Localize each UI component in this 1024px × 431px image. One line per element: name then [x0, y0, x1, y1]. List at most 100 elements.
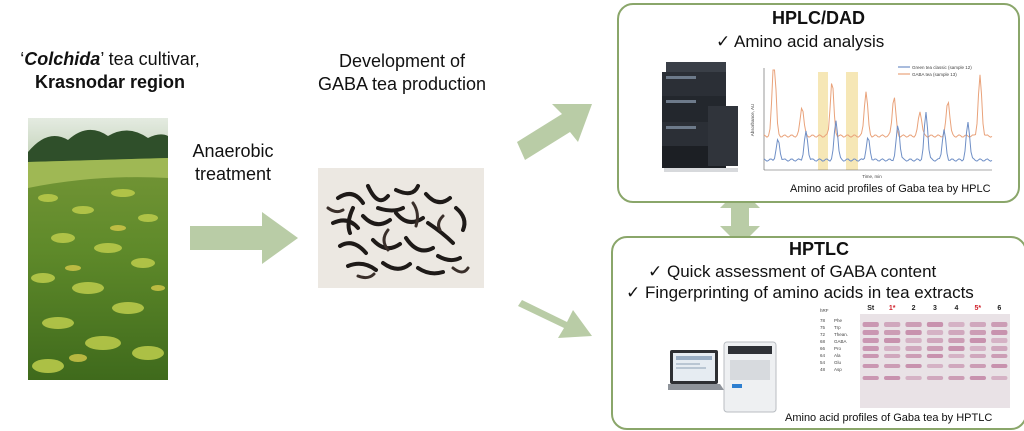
hptlc-instrument-image — [666, 338, 788, 414]
lane-label: 4 — [954, 305, 958, 312]
plate-band — [948, 346, 965, 351]
plate-band — [905, 364, 922, 368]
arrow-to-hptlc — [518, 300, 592, 338]
plate-band — [862, 338, 879, 343]
development-label: Development of GABA tea production — [296, 50, 508, 96]
plate-band — [948, 376, 965, 380]
rf-compound: Ala — [834, 353, 841, 358]
hplc-chromatogram: Green tea classic (sample 12) GABA tea (… — [748, 60, 996, 182]
rf-value: 48 — [820, 367, 826, 372]
plate-band — [862, 376, 879, 380]
region-name: Krasnodar region — [34, 72, 186, 92]
cultivar-line: ‘Colchida’ tea cultivar, — [10, 48, 210, 71]
dev-line2: GABA tea production — [317, 74, 487, 94]
series-gaba-tea-line — [763, 69, 993, 138]
dev-line1: Development of — [338, 51, 466, 71]
rf-header: hRF — [820, 308, 829, 313]
plate-band — [948, 330, 965, 335]
rf-compound: Pro — [834, 346, 842, 351]
series-green-tea-line — [763, 111, 993, 162]
hptlc-caption: Amino acid profiles of Gaba tea by HPTLC — [785, 412, 993, 424]
plate-band — [862, 322, 879, 327]
plate-band — [905, 330, 922, 335]
plate-band — [991, 354, 1008, 358]
cultivar-title: ‘Colchida’ tea cultivar, Krasnodar regio… — [10, 48, 210, 94]
plate-band — [969, 346, 986, 351]
arrow-to-hplc — [517, 104, 592, 160]
hplc-check-label: Amino acid analysis — [734, 32, 885, 51]
plate-band — [884, 364, 901, 368]
rf-value: 68 — [820, 339, 826, 344]
plate-band — [969, 364, 986, 368]
rf-value: 54 — [820, 360, 826, 365]
plate-band — [948, 364, 965, 368]
plate-band — [884, 376, 901, 380]
treatment-line2: treatment — [194, 164, 272, 184]
check-icon: ✓ — [648, 262, 663, 281]
lane-label: 6 — [997, 305, 1001, 312]
plate-band — [948, 338, 965, 343]
plate-band — [991, 346, 1008, 351]
plate-band — [905, 322, 922, 327]
rf-compound: Phe — [834, 318, 843, 323]
plate-band — [862, 364, 879, 368]
rf-compound: Thean. — [834, 332, 848, 337]
plate-band — [905, 346, 922, 351]
rf-compound: Trp — [834, 325, 841, 330]
plate-band — [991, 338, 1008, 343]
plate-band — [905, 354, 922, 358]
plate-band — [991, 322, 1008, 327]
plate-band — [926, 346, 944, 351]
legend-gaba: GABA tea (sample 13) — [912, 72, 957, 77]
plate-band — [991, 364, 1008, 368]
plate-band — [926, 354, 944, 358]
rf-compound: Asp — [834, 367, 842, 372]
plate-band — [991, 330, 1008, 335]
hptlc-check-item-1: ✓ Quick assessment of GABA content — [648, 262, 1018, 282]
plate-band — [862, 346, 879, 351]
chart-ylabel: Absorbance, AU — [750, 104, 755, 137]
plate-band — [948, 354, 965, 358]
cultivar-rest: tea cultivar, — [103, 49, 200, 69]
plate-band — [926, 338, 944, 343]
plate-band — [862, 330, 879, 335]
plate-band — [884, 338, 901, 343]
lane-label: 1* — [889, 305, 896, 312]
plate-band — [991, 376, 1008, 380]
gaba-tea-leaves-photo — [318, 168, 484, 288]
hplc-title: HPLC/DAD — [772, 8, 865, 28]
hptlc-check-item-2: ✓ Fingerprinting of amino acids in tea e… — [626, 283, 1020, 303]
hptlc-check-label-2: Fingerprinting of amino acids in tea ext… — [644, 283, 974, 302]
rf-value: 75 — [820, 325, 826, 330]
treatment-line1: Anaerobic — [192, 141, 274, 161]
hptlc-check-label-1: Quick assessment of GABA content — [666, 262, 937, 281]
plate-band — [926, 322, 944, 327]
rf-compound: Glu — [834, 360, 842, 365]
plate-band — [926, 330, 944, 335]
legend-green: Green tea classic (sample 12) — [912, 65, 972, 70]
plate-band — [905, 338, 922, 343]
quote-close: ’ — [100, 49, 104, 69]
plate-band — [926, 364, 944, 368]
plate-band — [884, 322, 901, 327]
rf-value: 78 — [820, 318, 826, 323]
hptlc-title: HPTLC — [789, 239, 849, 259]
plate-band — [969, 376, 986, 380]
plate-band — [969, 322, 986, 327]
cultivar-name: Colchida — [24, 49, 101, 69]
lane-label: St — [867, 305, 875, 312]
tea-plantation-photo — [28, 118, 168, 380]
plate-band — [862, 354, 879, 358]
rf-value: 64 — [820, 353, 826, 358]
hplc-instrument-image — [650, 58, 742, 176]
arrow-to-tea — [190, 212, 298, 264]
lane-label: 2 — [912, 305, 916, 312]
hplc-check-item: ✓ Amino acid analysis — [716, 32, 996, 52]
plate-band — [905, 376, 922, 380]
hplc-caption: Amino acid profiles of Gaba tea by HPLC — [790, 183, 991, 195]
lane-label: 5* — [975, 305, 982, 312]
plate-band — [969, 338, 986, 343]
plate-band — [969, 330, 986, 335]
